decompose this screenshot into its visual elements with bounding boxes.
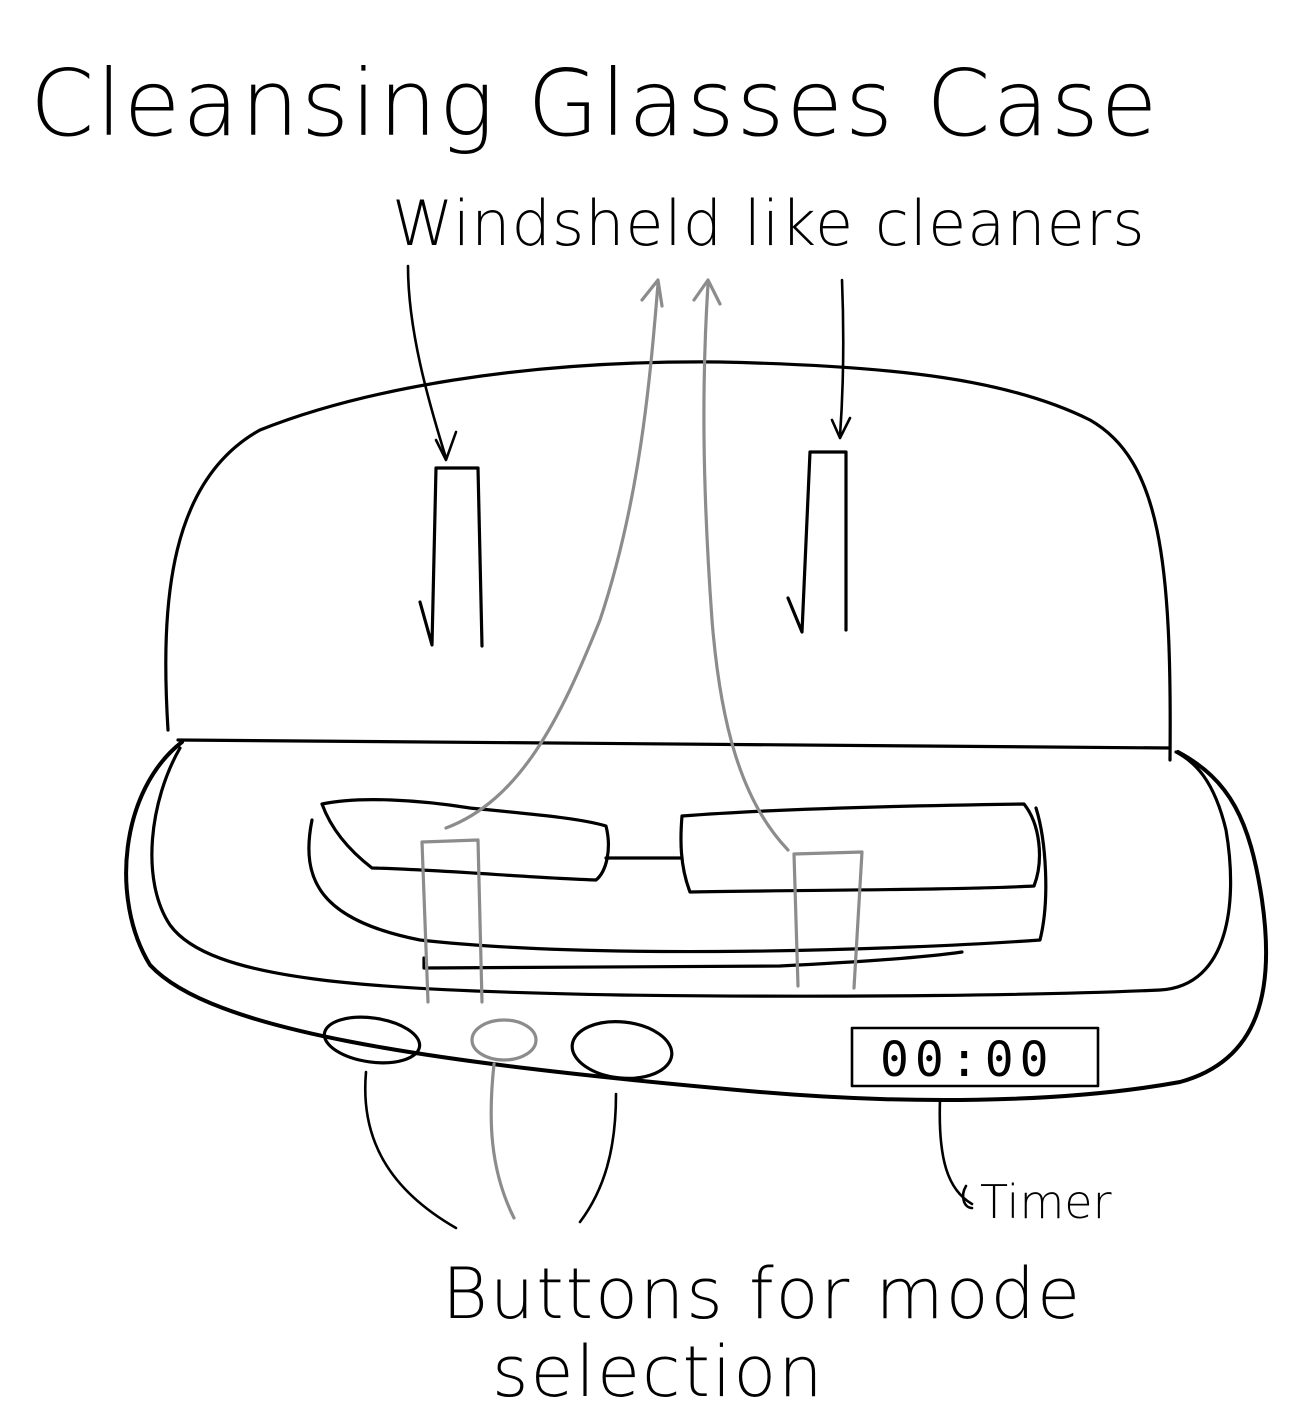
mode-button-2[interactable]	[472, 1020, 536, 1060]
right-cleaner-pad	[794, 852, 862, 988]
timer-display: 00:00	[880, 1032, 1055, 1088]
buttons-label-line2: selection	[492, 1331, 825, 1412]
diagram-title: Cleansing Glasses Case	[30, 50, 1159, 157]
button-1-callout	[365, 1072, 456, 1228]
timer-callout	[940, 1100, 972, 1204]
right-cleaner-arrow	[704, 284, 788, 850]
buttons-label-line1: Buttons for mode	[442, 1253, 1082, 1335]
right-wiper-arm	[788, 452, 846, 632]
case-base-outer	[126, 742, 1266, 1100]
left-cleaner-arrowhead	[642, 280, 662, 306]
wiper-label: Windsheld like cleaners	[392, 187, 1146, 260]
case-hinge-line	[178, 740, 1170, 748]
button-3-callout	[580, 1094, 616, 1222]
left-wiper-arm	[420, 468, 482, 646]
button-2-callout	[491, 1064, 514, 1218]
left-wiper-arrow	[408, 266, 446, 458]
right-wiper-arrow	[840, 280, 843, 436]
timer-label: Timer	[980, 1175, 1112, 1229]
glasses-temples	[309, 808, 1046, 952]
left-cleaner-arrow	[446, 284, 658, 828]
case-lid	[166, 362, 1170, 760]
glasses-fold-line	[424, 952, 962, 968]
left-cleaner-pad	[422, 840, 482, 1002]
